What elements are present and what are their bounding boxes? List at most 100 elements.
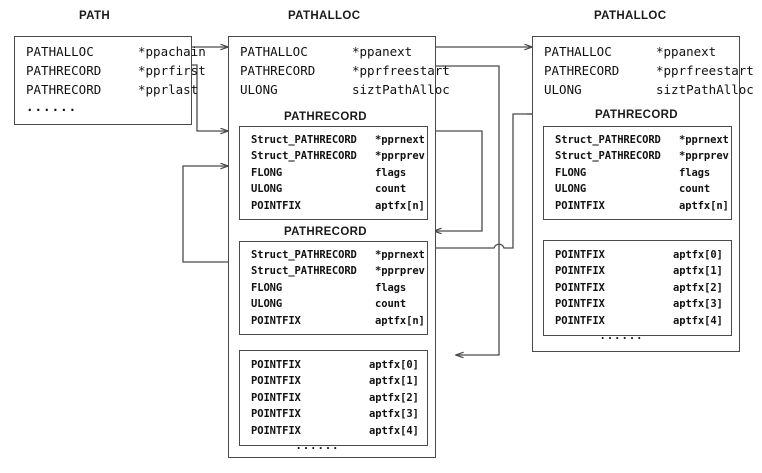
pathalloc-right-field-type: ULONG bbox=[544, 82, 582, 97]
pathrecord-mid-2-box: Struct_PATHRECORD *pprnext Struct_PATHREC… bbox=[239, 241, 428, 335]
pathrecord-mid-2-field-type: Struct_PATHRECORD bbox=[251, 265, 357, 278]
pointfix-mid-field-row: POINTFIX aptfx[2] bbox=[251, 390, 419, 406]
pathalloc-mid-field-name: *ppanext bbox=[352, 44, 413, 59]
caption-pathalloc-right: PATHALLOC bbox=[594, 10, 667, 22]
pointfix-right-field-name: aptfx[1] bbox=[673, 265, 723, 278]
pathrecord-mid-1-field-row: Struct_PATHRECORD *pprnext bbox=[251, 132, 425, 148]
path-field-name: *pprfirst bbox=[138, 63, 206, 78]
pathrecord-right-field-type: Struct_PATHRECORD bbox=[555, 134, 661, 146]
pathrecord-mid-1-field-row: ULONG count bbox=[251, 181, 418, 197]
path-field-type: PATHALLOC bbox=[26, 44, 94, 59]
pathalloc-mid-box: PATHALLOC *ppanext PATHRECORD *pprfreestar… bbox=[228, 36, 450, 460]
pathrecord-right-field-row: Struct_PATHRECORD *pprnext bbox=[555, 132, 729, 148]
pathalloc-right-field-type: PATHRECORD bbox=[544, 63, 620, 78]
pathrecord-mid-1-field-row: POINTFIX aptfx[n] bbox=[251, 198, 425, 214]
pathrecord-mid-1-field-type: FLONG bbox=[251, 166, 283, 179]
pathalloc-mid-field-list: PATHALLOC *ppanext PATHRECORD *pprfreestar… bbox=[229, 37, 450, 105]
caption-pathrecord-right: PATHRECORD bbox=[595, 109, 678, 121]
pointfix-right-field-type: POINTFIX bbox=[555, 249, 605, 261]
path-field-list: PATHALLOC*ppachain PATHRECORD *pprfirst P… bbox=[15, 37, 206, 120]
caption-path: PATH bbox=[79, 10, 110, 22]
caption-pathrecord-mid-1: PATHRECORD bbox=[284, 111, 367, 123]
pathalloc-mid-field-row: ULONG siztPathAlloc bbox=[240, 80, 450, 99]
pointfix-mid-field-type: POINTFIX bbox=[251, 391, 301, 404]
pathalloc-mid-field-name: siztPathAlloc bbox=[352, 82, 450, 97]
caption-pathrecord-mid-2: PATHRECORD bbox=[284, 226, 367, 238]
wire-pprnext-mid2-to-pathrecord-right bbox=[422, 114, 560, 249]
pointfix-right-field-type: POINTFIX bbox=[555, 314, 605, 327]
pointfix-right-field-type: POINTFIX bbox=[555, 298, 605, 311]
pointfix-mid-field-type: POINTFIX bbox=[251, 375, 301, 388]
pathalloc-right-field-type: PATHALLOC bbox=[544, 44, 612, 59]
path-field-row: PATHALLOC*ppachain bbox=[26, 42, 206, 61]
pathalloc-mid-field-row: PATHRECORD *pprfreestart bbox=[240, 61, 450, 80]
pathalloc-right-field-list: PATHALLOC*ppanext PATHRECORD*pprfreestar… bbox=[533, 37, 754, 105]
pointfix-mid-field-row: POINTFIX aptfx[4] bbox=[251, 423, 419, 439]
pathrecord-right-field-name: count bbox=[679, 183, 711, 196]
pathalloc-mid-field-row: PATHALLOC *ppanext bbox=[240, 42, 426, 61]
pointfix-right-field-row: POINTFIX aptfx[3] bbox=[555, 296, 723, 312]
pointfix-mid-field-list: POINTFIX aptfx[0] POINTFIX aptfx[1] POINTF… bbox=[240, 351, 427, 460]
pathrecord-mid-1-field-name: count bbox=[375, 183, 407, 196]
pathrecord-right-field-type: FLONG bbox=[555, 166, 587, 179]
pathrecord-mid-2-field-name: aptfx[n] bbox=[375, 314, 425, 327]
pathrecord-mid-1-field-type: Struct_PATHRECORD bbox=[251, 134, 357, 146]
pointfix-mid-field-row: POINTFIX aptfx[1] bbox=[251, 373, 419, 389]
pointfix-mid-field-name: aptfx[0] bbox=[369, 359, 419, 371]
pathrecord-right-field-name: flags bbox=[679, 166, 711, 179]
pathalloc-mid-field-name: *pprfreestart bbox=[352, 63, 450, 78]
pathrecord-mid-1-field-name: *pprnext bbox=[375, 134, 425, 146]
pathrecord-mid-2-field-list: Struct_PATHRECORD *pprnext Struct_PATHREC… bbox=[240, 242, 427, 335]
pathrecord-mid-2-field-row: Struct_PATHRECORD*pprprev bbox=[251, 263, 425, 279]
pathrecord-mid-1-field-type: ULONG bbox=[251, 183, 283, 196]
pathrecord-mid-2-field-type: POINTFIX bbox=[251, 314, 301, 327]
pathrecord-mid-2-field-name: *pprnext bbox=[375, 249, 425, 261]
pointfix-mid-field-type: POINTFIX bbox=[251, 359, 301, 371]
pathrecord-mid-1-field-name: flags bbox=[375, 166, 407, 179]
pathrecord-right-field-type: Struct_PATHRECORD bbox=[555, 150, 661, 163]
pathrecord-mid-1-field-row: Struct_PATHRECORD*pprprev bbox=[251, 148, 425, 164]
pathalloc-mid-field-type: ULONG bbox=[240, 82, 278, 97]
pathrecord-right-field-name: *pprnext bbox=[679, 134, 729, 146]
wire-pprfreestart-to-pointfix-mid bbox=[424, 65, 500, 355]
pathrecord-mid-1-field-row: FLONG flags bbox=[251, 165, 418, 181]
pathrecord-right-box: Struct_PATHRECORD *pprnext Struct_PATHREC… bbox=[543, 126, 732, 220]
pathrecord-mid-2-field-type: ULONG bbox=[251, 298, 283, 311]
path-field-type: PATHRECORD bbox=[26, 63, 102, 78]
pathrecord-right-field-name: *pprprev bbox=[679, 150, 729, 163]
path-field-row: PATHRECORD*pprlast bbox=[26, 80, 198, 99]
pathalloc-mid-field-type: PATHALLOC bbox=[240, 44, 308, 59]
pathalloc-right-field-row: PATHRECORD*pprfreestart bbox=[544, 61, 754, 80]
pointfix-mid-more-ellipsis: ...... bbox=[295, 439, 340, 452]
wire-pprprev-mid2-to-pathrecord-mid1 bbox=[182, 166, 238, 263]
pointfix-right-field-type: POINTFIX bbox=[555, 265, 605, 278]
pointfix-mid-field-name: aptfx[2] bbox=[369, 391, 419, 404]
pathrecord-right-field-name: aptfx[n] bbox=[679, 199, 729, 212]
pathalloc-mid-field-type: PATHRECORD bbox=[240, 63, 316, 78]
pointfix-right-field-name: aptfx[3] bbox=[673, 298, 723, 311]
path-more-ellipsis: ...... bbox=[26, 99, 78, 114]
pointfix-mid-field-row: POINTFIX aptfx[0] bbox=[251, 357, 419, 373]
path-field-name: *pprlast bbox=[138, 82, 199, 97]
pointfix-mid-field-type: POINTFIX bbox=[251, 408, 301, 421]
pathrecord-mid-1-field-name: aptfx[n] bbox=[375, 199, 425, 212]
pointfix-mid-field-type: POINTFIX bbox=[251, 424, 301, 437]
pathrecord-mid-1-field-type: POINTFIX bbox=[251, 199, 301, 212]
pathrecord-mid-2-field-name: count bbox=[375, 298, 407, 311]
pointfix-right-field-type: POINTFIX bbox=[555, 281, 605, 294]
pointfix-mid-field-name: aptfx[1] bbox=[369, 375, 419, 388]
pathrecord-mid-1-field-name: *pprprev bbox=[375, 150, 425, 163]
pathrecord-mid-1-field-list: Struct_PATHRECORD *pprnext Struct_PATHREC… bbox=[240, 127, 427, 220]
pointfix-right-more-ellipsis: ...... bbox=[599, 329, 644, 342]
pointfix-mid-field-name: aptfx[4] bbox=[369, 424, 419, 437]
